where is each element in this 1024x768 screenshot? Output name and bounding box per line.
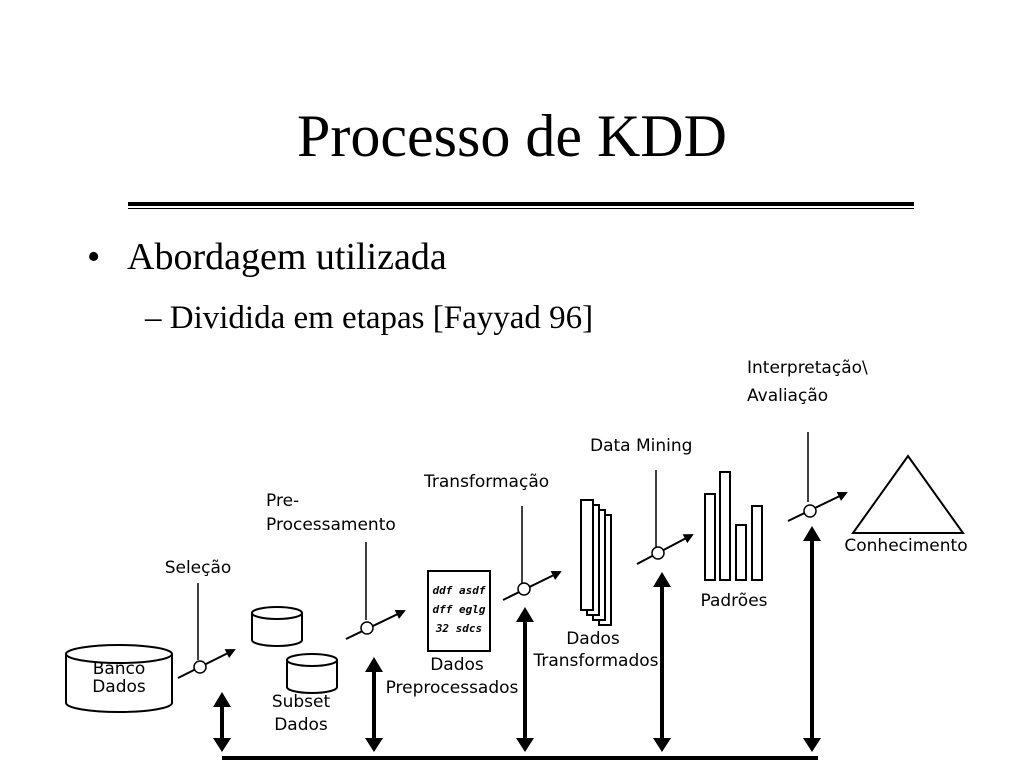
step-arrow-interpretacao [787, 491, 848, 522]
knowledge-triangle-icon [851, 454, 965, 534]
stage-label-dados-preprocessados-1: Dados [430, 655, 484, 675]
stage-label-dados-transformados-1: Dados [566, 629, 620, 649]
valve-icon [651, 546, 665, 560]
patterns-bars-icon [704, 471, 763, 581]
stage-label-subset-dados-1: Subset [272, 692, 331, 712]
valve-icon [360, 621, 374, 635]
document-text-line-2: dff eglg [433, 603, 486, 616]
stage-label-conhecimento: Conhecimento [844, 536, 967, 556]
step-arrow-preprocessamento [345, 609, 406, 640]
feedback-arrow-5 [803, 526, 821, 752]
title-divider-thin [128, 208, 914, 209]
stage-label-banco-dados-2: Dados [92, 677, 146, 697]
feedback-arrow-4 [653, 572, 671, 752]
step-label-interpretacao-1: Interpretação\ [747, 358, 868, 378]
feedback-arrow-2 [365, 657, 383, 752]
stage-label-dados-preprocessados-2: Preprocessados [386, 678, 519, 698]
valve-icon [517, 582, 531, 596]
step-label-data-mining: Data Mining [590, 436, 692, 456]
database-cylinder-icon [65, 644, 173, 713]
valve-icon [193, 660, 207, 674]
feedback-arrow-3 [516, 607, 534, 752]
stage-label-subset-dados-2: Dados [274, 715, 328, 735]
step-arrow-selecao [177, 649, 236, 679]
document-text-line-3: 32 sdcs [435, 622, 482, 635]
stage-label-padroes: Padrões [700, 591, 767, 611]
bullet-level-1: • Abordagem utilizada [87, 234, 447, 280]
slide-title: Processo de KDD [297, 103, 727, 169]
stage-label-banco-dados-1: Banco [93, 659, 146, 679]
step-label-interpretacao-2: Avaliação [747, 386, 828, 406]
feedback-loop [213, 526, 821, 760]
step-arrow-transformacao [502, 571, 562, 601]
bullet-level-2: – Dividida em etapas [Fayyad 96] [145, 300, 594, 336]
step-label-transformacao: Transformação [423, 472, 549, 492]
feedback-arrow-1 [213, 692, 231, 752]
step-arrow-data-mining [636, 534, 694, 565]
title-divider [128, 202, 914, 206]
stacked-sheets-icon [580, 499, 612, 626]
step-label-preprocessamento-2: Processamento [266, 515, 396, 535]
bullet-mark: • [87, 236, 101, 278]
step-label-selecao: Seleção [165, 558, 232, 578]
stage-label-dados-transformados-2: Transformados [532, 651, 658, 671]
bullet-text: Abordagem utilizada [127, 236, 447, 278]
valve-icon [803, 504, 817, 518]
document-text-line-1: ddf asdf [433, 584, 486, 597]
step-label-preprocessamento-1: Pre- [266, 491, 299, 511]
kdd-process-diagram: Banco Dados Subset Dados ddf asdf dff eg… [65, 358, 968, 760]
document-icon [427, 570, 491, 652]
subset-cylinders-icon [251, 606, 338, 694]
